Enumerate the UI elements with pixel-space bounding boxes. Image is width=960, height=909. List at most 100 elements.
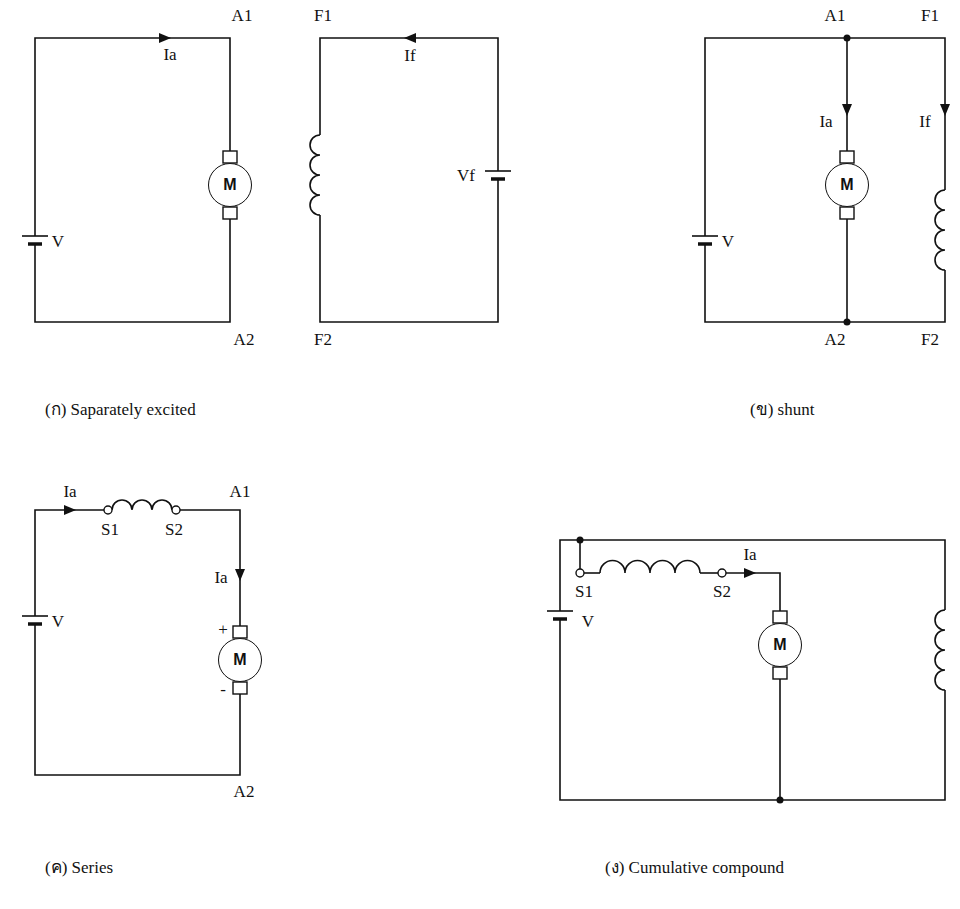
battery-plate: [491, 177, 505, 181]
battery-plate: [698, 242, 712, 246]
battery-plate: [485, 170, 511, 172]
terminal-label: S2: [165, 521, 183, 540]
terminal: [718, 569, 726, 577]
field-coil: [935, 190, 945, 270]
wire: [846, 219, 848, 322]
terminal: [104, 506, 112, 514]
terminal: [172, 506, 180, 514]
terminal-label: F1: [314, 7, 332, 26]
wire: [779, 679, 781, 800]
wire: [320, 38, 498, 171]
terminal-label: S1: [101, 521, 119, 540]
wire-group: [35, 38, 945, 800]
wire: [35, 219, 230, 322]
terminal-label: Ia: [63, 483, 76, 502]
battery-plate: [28, 622, 42, 626]
field-coil: [310, 135, 320, 215]
figure-caption: (ข) shunt: [750, 401, 814, 420]
terminal-label: If: [919, 113, 930, 132]
field-coil: [112, 500, 172, 510]
wire: [35, 510, 104, 616]
terminal-label: If: [404, 47, 415, 66]
motor-brush: [840, 207, 854, 219]
motor-brush: [223, 207, 237, 219]
arrow-group: [64, 33, 950, 581]
junction-dot: [577, 537, 584, 544]
terminal-label: V: [52, 613, 64, 632]
terminal-label: V: [722, 233, 734, 252]
motor-letter: M: [223, 176, 236, 194]
motor-brush: [773, 667, 787, 679]
terminal-label: Ia: [819, 113, 832, 132]
motor-letter: M: [233, 651, 246, 669]
terminal-label: A2: [234, 783, 255, 802]
wire: [846, 38, 848, 151]
figure-caption: (ก) Saparately excited: [45, 401, 196, 420]
figure-caption: (ค) Series: [45, 859, 113, 878]
coil-group: [112, 135, 945, 690]
terminal-label: V: [582, 613, 594, 632]
wire: [180, 510, 240, 626]
motor-brush: [233, 626, 247, 638]
brush-group: [223, 151, 854, 694]
junction-dot: [844, 35, 851, 42]
terminal-label: A2: [234, 331, 255, 350]
motor-letter: M: [840, 176, 853, 194]
current-arrow: [940, 104, 950, 116]
wire: [35, 38, 230, 236]
current-arrow: [64, 505, 76, 515]
motor-brush: [233, 682, 247, 694]
battery-group: [22, 171, 718, 624]
terminal-label: F1: [921, 7, 939, 26]
junction-group: [577, 35, 851, 804]
battery-plate: [692, 235, 718, 237]
terminal-label: Ia: [214, 569, 227, 588]
terminal-label: +: [218, 621, 228, 640]
motor-armature: M: [758, 623, 802, 667]
terminal-label: Vf: [457, 167, 475, 186]
motor-armature: M: [208, 163, 252, 207]
field-coil: [935, 610, 945, 690]
wire: [705, 38, 945, 236]
wire: [584, 572, 600, 574]
terminal-label: Ia: [743, 546, 756, 565]
motor-letter: M: [773, 636, 786, 654]
terminal-label: S1: [575, 583, 593, 602]
wire: [560, 540, 945, 611]
battery-plate: [22, 615, 48, 617]
figure-caption: (ง) Cumulative compound: [605, 859, 784, 878]
motor-brush: [773, 611, 787, 623]
terminal-label: A1: [825, 7, 846, 26]
wire: [700, 572, 718, 574]
motor-armature: M: [825, 163, 869, 207]
motor-brush: [840, 151, 854, 163]
wire: [35, 624, 240, 775]
wire: [560, 619, 945, 800]
current-arrow: [159, 33, 171, 43]
current-arrow: [744, 568, 756, 578]
terminal-label: Ia: [163, 46, 176, 65]
terminal-label: A1: [230, 483, 251, 502]
battery-plate: [547, 610, 573, 612]
terminal-group: [104, 506, 726, 577]
terminal-label: S2: [713, 583, 731, 602]
battery-plate: [22, 235, 48, 237]
terminal-label: V: [52, 233, 64, 252]
motor-brush: [223, 151, 237, 163]
terminal-label: -: [220, 681, 226, 700]
wire: [726, 573, 780, 611]
terminal-label: A2: [825, 331, 846, 350]
junction-dot: [844, 319, 851, 326]
battery-plate: [553, 617, 567, 621]
current-arrow: [235, 569, 245, 581]
battery-plate: [28, 242, 42, 246]
terminal-label: F2: [314, 331, 332, 350]
terminal: [576, 569, 584, 577]
wire: [705, 244, 945, 322]
current-arrow: [404, 33, 416, 43]
wire: [579, 540, 581, 569]
junction-dot: [777, 797, 784, 804]
wire: [320, 179, 498, 322]
